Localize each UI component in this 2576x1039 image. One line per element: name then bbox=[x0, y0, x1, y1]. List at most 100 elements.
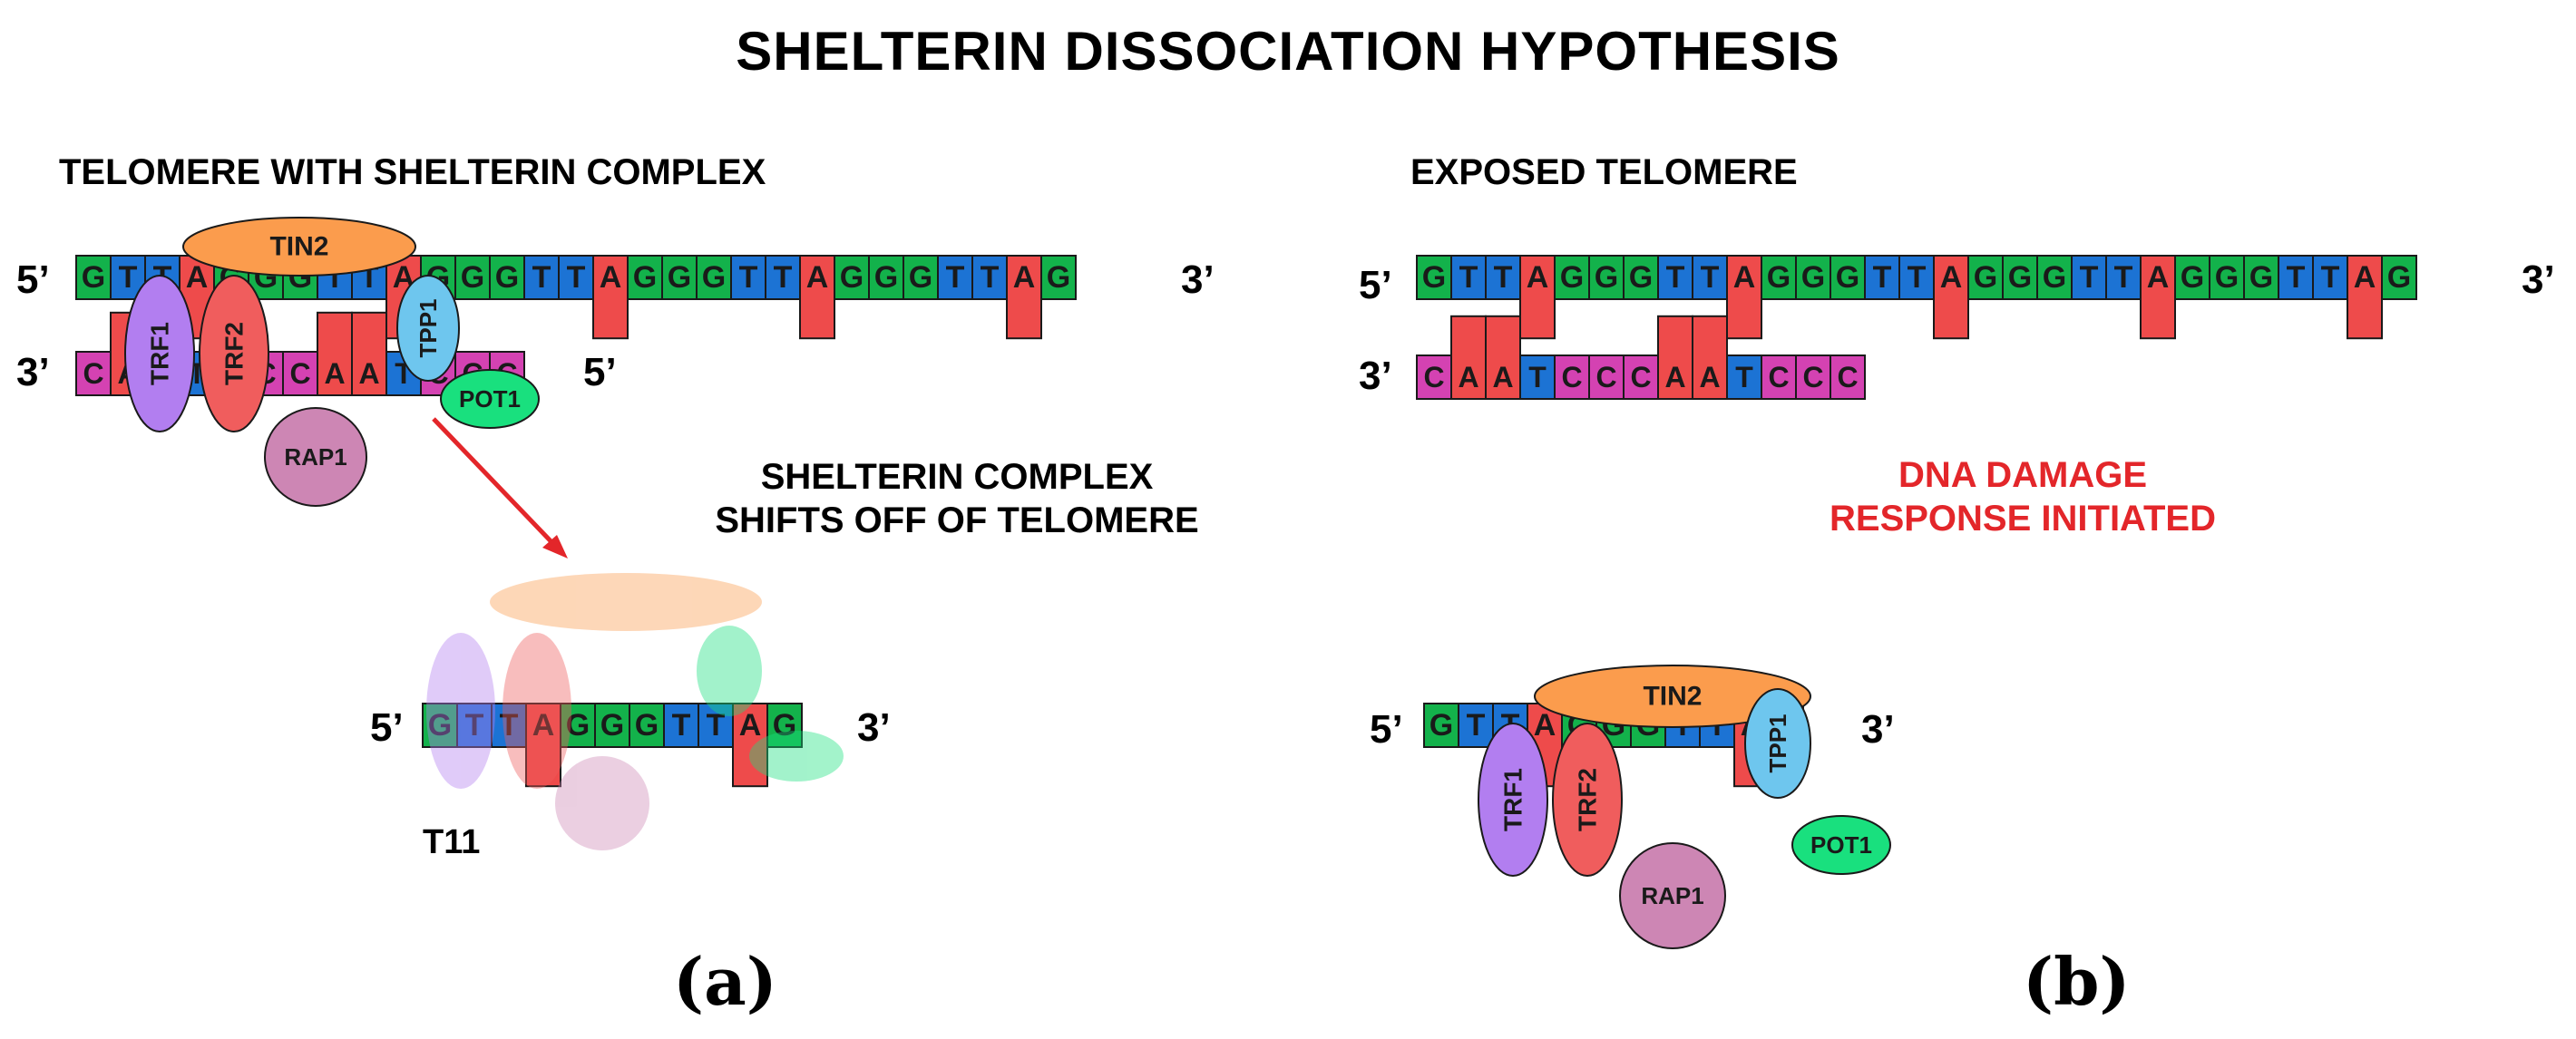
tpp1-label: TPP1 bbox=[1764, 714, 1791, 772]
base-letter: A bbox=[358, 357, 379, 390]
base-letter: G bbox=[1801, 260, 1825, 295]
base-letter: A bbox=[2147, 260, 2170, 295]
base-letter: T bbox=[739, 260, 758, 295]
trf2-label: TRF2 bbox=[220, 322, 249, 385]
base-letter: G bbox=[566, 708, 590, 743]
panel-b-top-three-prime: 3’ bbox=[2522, 257, 2555, 302]
base-box bbox=[1657, 315, 1693, 400]
base-letter: A bbox=[739, 708, 762, 743]
faded-shelterin bbox=[426, 573, 844, 850]
base-letter: G bbox=[2387, 260, 2411, 295]
base-letter: G bbox=[600, 708, 624, 743]
base-box bbox=[1726, 354, 1762, 400]
tin2-label: TIN2 bbox=[1643, 682, 1702, 712]
pot1-shape bbox=[440, 369, 540, 429]
faded-trf1 bbox=[426, 633, 495, 789]
tpp1-label: TPP1 bbox=[415, 298, 442, 357]
panel-a-heading: TELOMERE WITH SHELTERIN COMPLEX bbox=[59, 152, 766, 192]
t11-five-prime: 5’ bbox=[370, 705, 404, 750]
base-letter: C bbox=[1595, 361, 1616, 393]
faded-tin2 bbox=[490, 573, 762, 631]
t11-label: T11 bbox=[423, 823, 481, 861]
base-letter: C bbox=[1423, 361, 1444, 393]
panel-a-bottom-three-prime: 3’ bbox=[16, 350, 50, 394]
tin2-label: TIN2 bbox=[269, 232, 328, 262]
base-letter: G bbox=[1767, 260, 1791, 295]
base-letter: A bbox=[1013, 260, 1036, 295]
base-letter: A bbox=[2354, 260, 2376, 295]
base-letter: A bbox=[1534, 708, 1556, 743]
base-box bbox=[1423, 703, 1459, 748]
base-box bbox=[937, 255, 973, 300]
trf2-label: TRF2 bbox=[1574, 768, 1602, 831]
base-letter: T bbox=[119, 260, 138, 295]
base-letter: G bbox=[1836, 260, 1859, 295]
base-letter: A bbox=[1458, 361, 1478, 393]
base-letter: T bbox=[2287, 260, 2306, 295]
base-box bbox=[1588, 255, 1625, 300]
base-letter: T bbox=[1666, 260, 1685, 295]
faded-tpp1 bbox=[697, 626, 762, 716]
base-box bbox=[2174, 255, 2210, 300]
base-box bbox=[282, 351, 318, 396]
base-letter: C bbox=[289, 357, 310, 390]
faded-pot1 bbox=[749, 731, 844, 782]
base-box bbox=[1519, 354, 1556, 400]
base-box bbox=[351, 311, 387, 396]
base-box bbox=[2312, 255, 2348, 300]
damage-caption-line2: RESPONSE INITIATED bbox=[1830, 499, 2216, 539]
panel-b-bottom-three-prime: 3’ bbox=[1359, 354, 1392, 398]
pot1-shape bbox=[1791, 815, 1891, 875]
base-letter: G bbox=[668, 260, 691, 295]
base-box bbox=[903, 255, 939, 300]
pot1-label: POT1 bbox=[459, 385, 521, 413]
base-letter: A bbox=[532, 708, 555, 743]
base-letter: T bbox=[1735, 361, 1753, 393]
base-box bbox=[2036, 255, 2073, 300]
base-letter: G bbox=[428, 708, 452, 743]
panel-b-top-five-prime: 5’ bbox=[1359, 263, 1392, 307]
base-letter: C bbox=[1768, 361, 1789, 393]
base-box bbox=[834, 255, 870, 300]
base-box bbox=[422, 703, 458, 748]
base-box bbox=[1761, 255, 1797, 300]
base-box bbox=[2381, 255, 2417, 300]
base-letter: G bbox=[1429, 708, 1453, 743]
rap1-label: RAP1 bbox=[1641, 882, 1703, 909]
shift-caption: SHELTERIN COMPLEX SHIFTS OFF OF TELOMERE bbox=[671, 455, 1243, 542]
base-box bbox=[661, 255, 698, 300]
trf2-shape bbox=[199, 275, 269, 432]
base-box bbox=[2347, 255, 2383, 340]
panel-a-top-five-prime: 5’ bbox=[16, 257, 50, 302]
base-box bbox=[523, 255, 560, 300]
pot1-label: POT1 bbox=[1810, 831, 1872, 859]
base-box bbox=[2140, 255, 2176, 340]
base-box bbox=[2278, 255, 2314, 300]
base-letter: T bbox=[1528, 361, 1547, 393]
t11-three-prime: 3’ bbox=[857, 705, 891, 750]
tin2-shape bbox=[1534, 665, 1811, 728]
base-letter: A bbox=[1699, 361, 1720, 393]
base-letter: G bbox=[1047, 260, 1070, 295]
base-box bbox=[1485, 255, 1521, 300]
base-box bbox=[1761, 354, 1797, 400]
panel-a-bottom-five-prime: 5’ bbox=[583, 350, 617, 394]
base-box bbox=[454, 255, 491, 300]
base-box bbox=[766, 703, 803, 748]
base-letter: G bbox=[495, 260, 519, 295]
rap1-label: RAP1 bbox=[284, 443, 346, 471]
base-box bbox=[525, 703, 561, 788]
base-letter: G bbox=[635, 708, 659, 743]
arrow-head bbox=[542, 535, 568, 558]
base-letter: T bbox=[532, 260, 551, 295]
base-box bbox=[2243, 255, 2279, 300]
base-box bbox=[629, 703, 665, 748]
base-box bbox=[765, 255, 801, 300]
base-letter: C bbox=[83, 357, 103, 390]
trf1-shape bbox=[1478, 723, 1548, 877]
trf2-shape bbox=[1552, 723, 1623, 877]
